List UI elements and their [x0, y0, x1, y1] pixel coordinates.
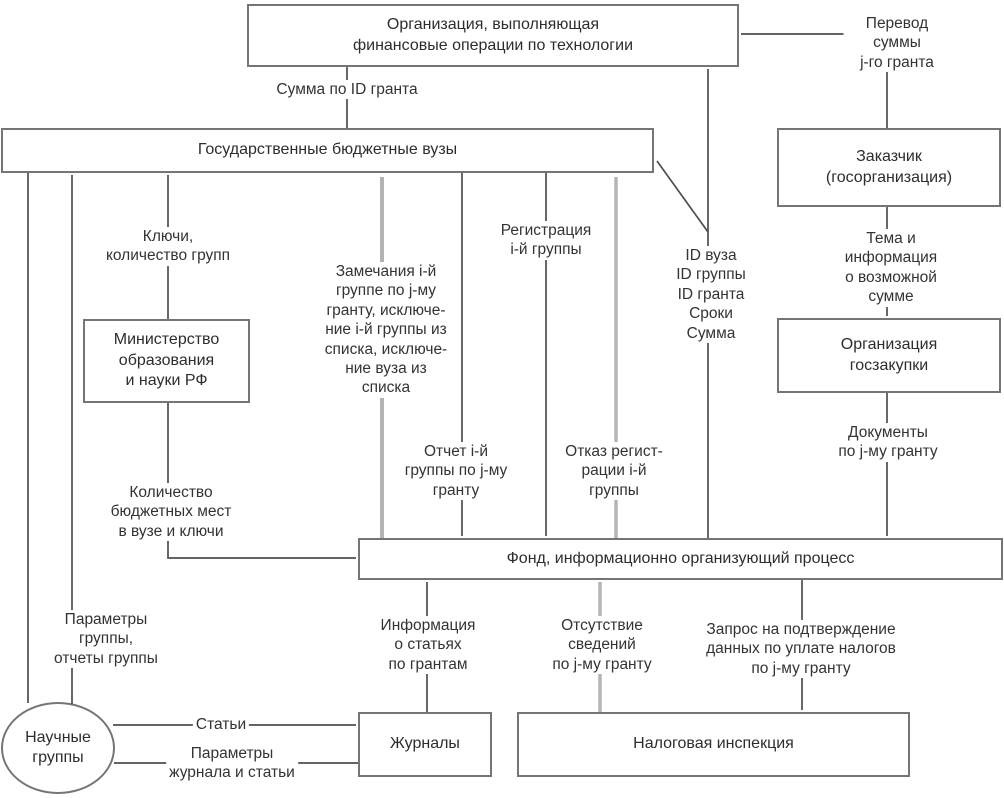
- node-finance-org: Организация, выполняющая финансовые опер…: [247, 4, 739, 67]
- node-tax-office: Налоговая инспекция: [517, 712, 910, 777]
- edge-label-group-params: Параметры группы, отчеты группы: [51, 610, 161, 669]
- edge-label-documents: Документы по j-му гранту: [835, 423, 941, 462]
- node-research-groups: Научные группы: [1, 702, 115, 794]
- edge-label-theme-info: Тема и информация о возможной сумме: [834, 229, 948, 307]
- edge-label-journal-params: Параметры журнала и статьи: [166, 744, 298, 783]
- node-fund: Фонд, информационно организующий процесс: [358, 538, 1003, 580]
- edge-label-transfer-sum: Перевод суммы j-го гранта: [843, 14, 951, 73]
- edge-label-grant-ids: ID вуза ID группы ID гранта Сроки Сумма: [673, 246, 749, 343]
- edge-label-remarks: Замечания i-й группе по j-му гранту, иск…: [321, 262, 451, 398]
- edge-label-budget-places: Количество бюджетных мест в вузе и ключи: [107, 483, 235, 542]
- node-customer: Заказчик (госорганизация): [777, 128, 1001, 207]
- edge-label-registration-refusal: Отказ регист- рации i-й группы: [562, 442, 666, 501]
- edge-label-report: Отчет i-й группы по j-му гранту: [401, 442, 511, 501]
- edge-label-articles-info: Информация о статьях по грантам: [377, 616, 479, 675]
- edge-label-registration: Регистрация i-й группы: [497, 221, 595, 260]
- node-universities: Государственные бюджетные вузы: [1, 128, 654, 173]
- edge-label-no-records: Отсутствие сведений по j-му гранту: [549, 616, 655, 675]
- edge-label-sum-by-grant: Сумма по ID гранта: [273, 80, 421, 100]
- node-journals: Журналы: [358, 712, 492, 777]
- node-procurement: Организация госзакупки: [777, 318, 1001, 393]
- edge-label-articles: Статьи: [192, 715, 250, 735]
- node-ministry: Министерство образования и науки РФ: [83, 319, 250, 403]
- edge-fund-to-universities-arrow: [656, 160, 709, 233]
- edge-label-keys-groups: Ключи, количество групп: [102, 227, 234, 266]
- edge-label-tax-request: Запрос на подтверждение данных по уплате…: [703, 620, 899, 679]
